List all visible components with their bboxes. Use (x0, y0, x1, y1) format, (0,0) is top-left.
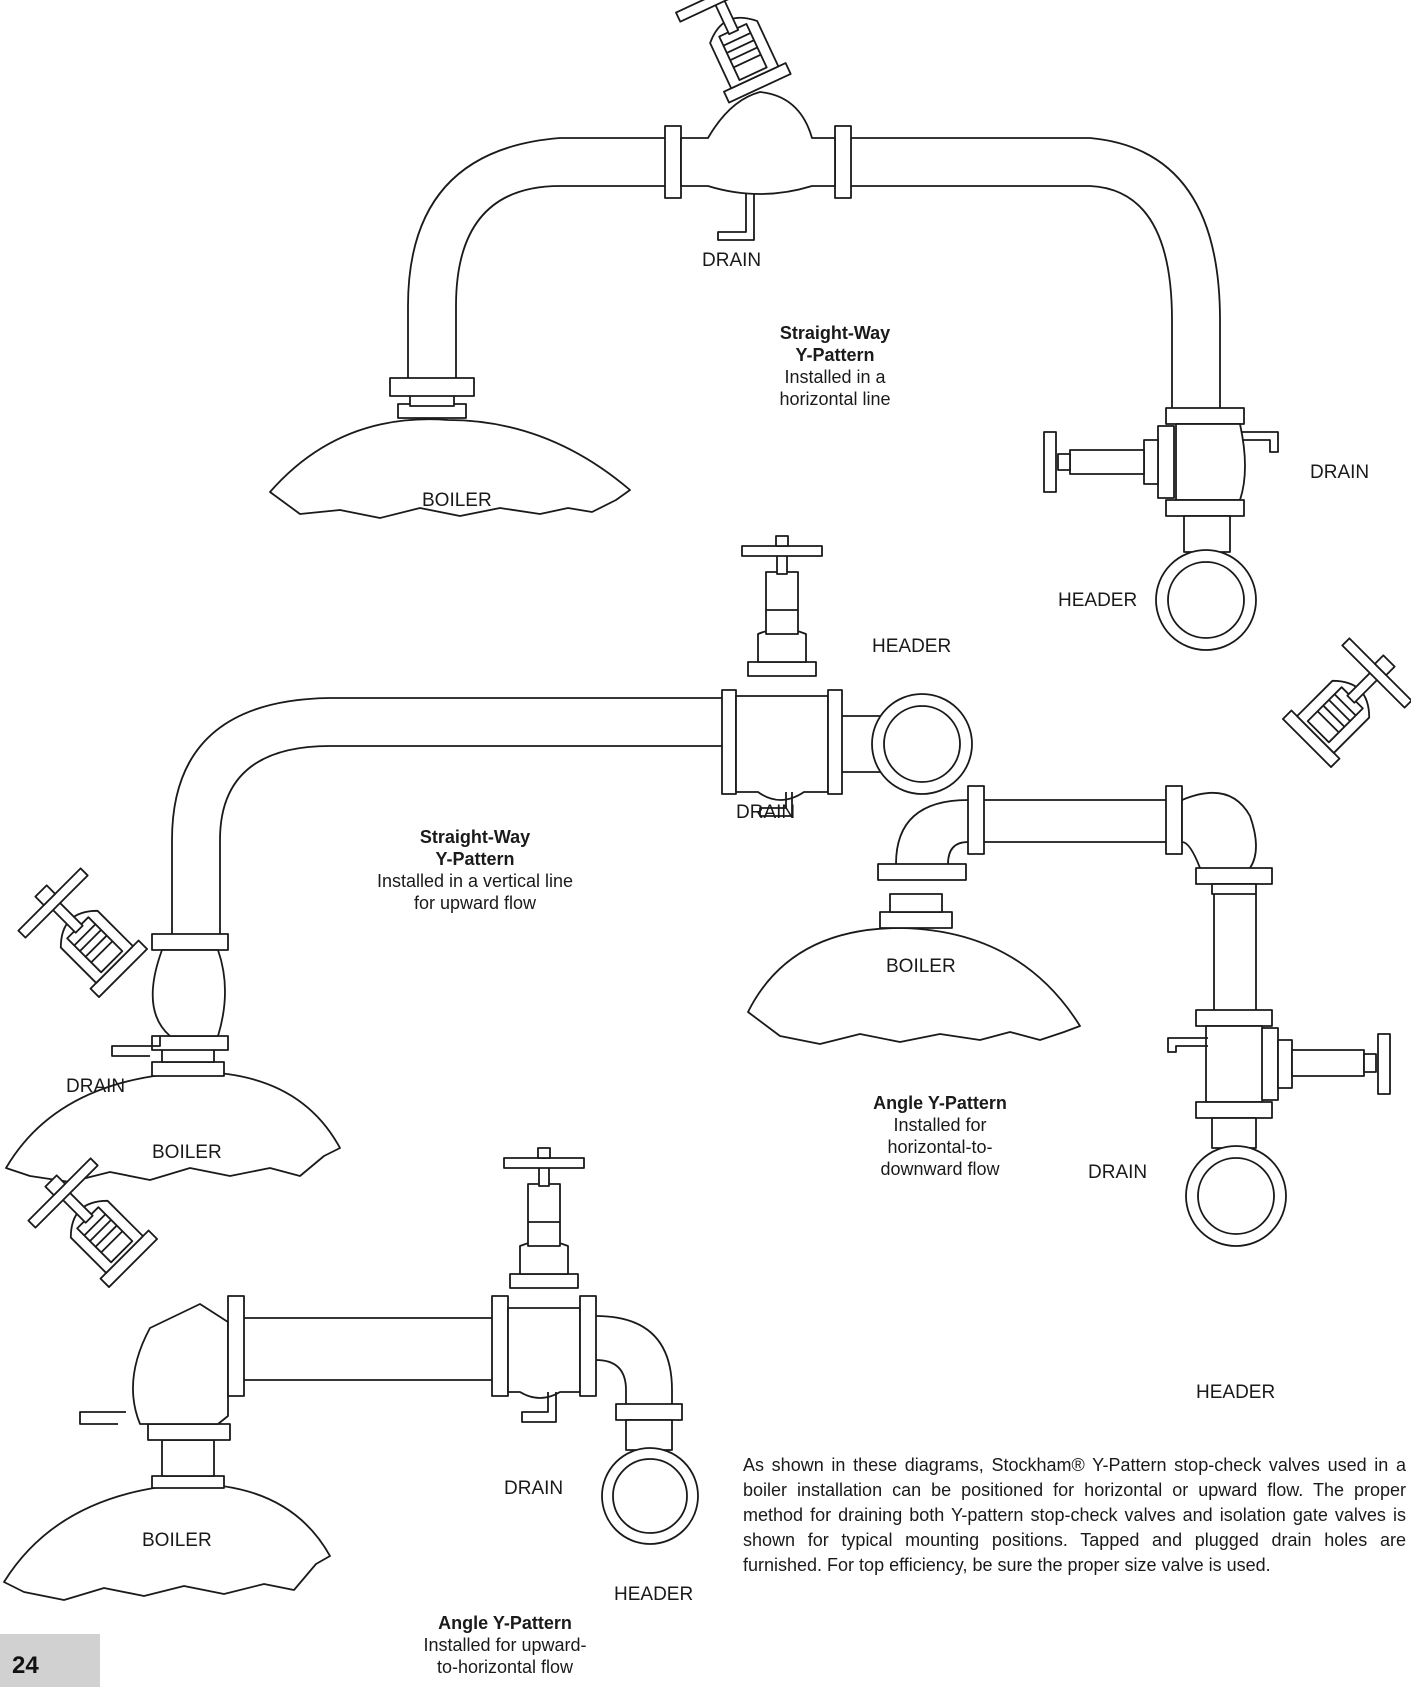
boiler-label-right: BOILER (886, 956, 956, 977)
caption-left: Straight-Way Y-Pattern Installed in a ve… (330, 826, 620, 914)
caption-left-line1: Installed in a vertical line (376, 871, 574, 891)
caption-left-title2: Y-Pattern (435, 849, 515, 869)
drain-label-middle: DRAIN (736, 802, 796, 823)
boiler-label-bottom: BOILER (142, 1530, 212, 1551)
caption-bottom-title: Angle Y-Pattern (438, 1613, 572, 1633)
left-installation (5, 535, 973, 1183)
caption-right-line1: Installed for (893, 1115, 987, 1135)
header-label-bottom: HEADER (614, 1584, 694, 1605)
page-number: 24 (12, 1652, 39, 1679)
header-label-top: HEADER (1058, 590, 1138, 611)
caption-left-title1: Straight-Way (419, 827, 531, 847)
caption-right: Angle Y-Pattern Installed for horizontal… (830, 1092, 1050, 1180)
header-label-middle: HEADER (872, 636, 952, 657)
boiler-label-top: BOILER (422, 490, 492, 511)
caption-top-title1: Straight-Way (779, 323, 891, 343)
right-installation (747, 628, 1411, 1247)
bottom-installation (3, 1147, 699, 1601)
page-number-tab (0, 1634, 100, 1687)
drain-label-top: DRAIN (702, 250, 762, 271)
drain-label-bottom: DRAIN (504, 1478, 564, 1499)
caption-top-line1: Installed in a (784, 367, 886, 387)
drain-label-top-right: DRAIN (1310, 462, 1370, 483)
caption-top-title2: Y-Pattern (795, 345, 875, 365)
caption-left-line2: for upward flow (413, 893, 537, 913)
caption-right-line2: horizontal-to- (887, 1137, 993, 1157)
drain-label-left: DRAIN (66, 1076, 126, 1097)
drain-label-right: DRAIN (1088, 1162, 1148, 1183)
caption-top-line2: horizontal line (779, 389, 891, 409)
header-label-right: HEADER (1196, 1382, 1276, 1403)
caption-top: Straight-Way Y-Pattern Installed in a ho… (720, 322, 950, 410)
description-paragraph: As shown in these diagrams, Stockham® Y-… (743, 1455, 1406, 1575)
top-installation (269, 0, 1279, 651)
caption-bottom-line1: Installed for upward- (423, 1635, 587, 1655)
caption-right-title: Angle Y-Pattern (873, 1093, 1007, 1113)
caption-bottom: Angle Y-Pattern Installed for upward- to… (390, 1612, 620, 1678)
boiler-label-left: BOILER (152, 1142, 222, 1163)
caption-right-line3: downward flow (880, 1159, 1000, 1179)
caption-bottom-line2: to-horizontal flow (436, 1657, 574, 1677)
